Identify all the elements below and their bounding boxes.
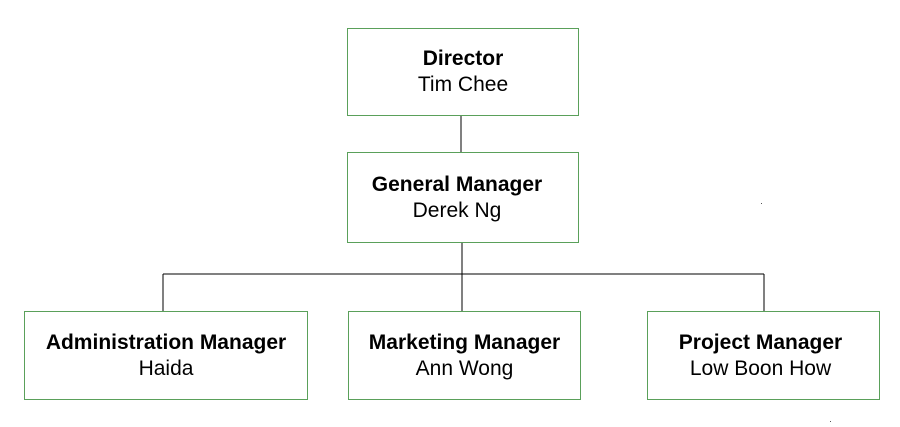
node-person: Low Boon How bbox=[689, 356, 832, 380]
node-project-manager: Project Manager Low Boon How bbox=[647, 311, 880, 400]
node-marketing-manager: Marketing Manager Ann Wong bbox=[348, 311, 581, 400]
node-director: Director Tim Chee bbox=[347, 28, 579, 116]
node-person: Derek Ng bbox=[412, 198, 502, 222]
node-person: Tim Chee bbox=[417, 73, 509, 96]
node-person: Ann Wong bbox=[415, 356, 514, 380]
stray-dot bbox=[761, 203, 762, 204]
node-role: Director bbox=[422, 47, 504, 70]
node-general-manager: General Manager Derek Ng bbox=[347, 152, 579, 243]
node-person: Haida bbox=[138, 356, 194, 380]
node-role: General Manager bbox=[371, 172, 543, 196]
node-administration-manager: Administration Manager Haida bbox=[24, 311, 308, 400]
node-role: Administration Manager bbox=[45, 330, 287, 354]
node-role: Marketing Manager bbox=[368, 330, 561, 354]
stray-dot bbox=[830, 421, 831, 422]
node-role: Project Manager bbox=[678, 330, 843, 354]
